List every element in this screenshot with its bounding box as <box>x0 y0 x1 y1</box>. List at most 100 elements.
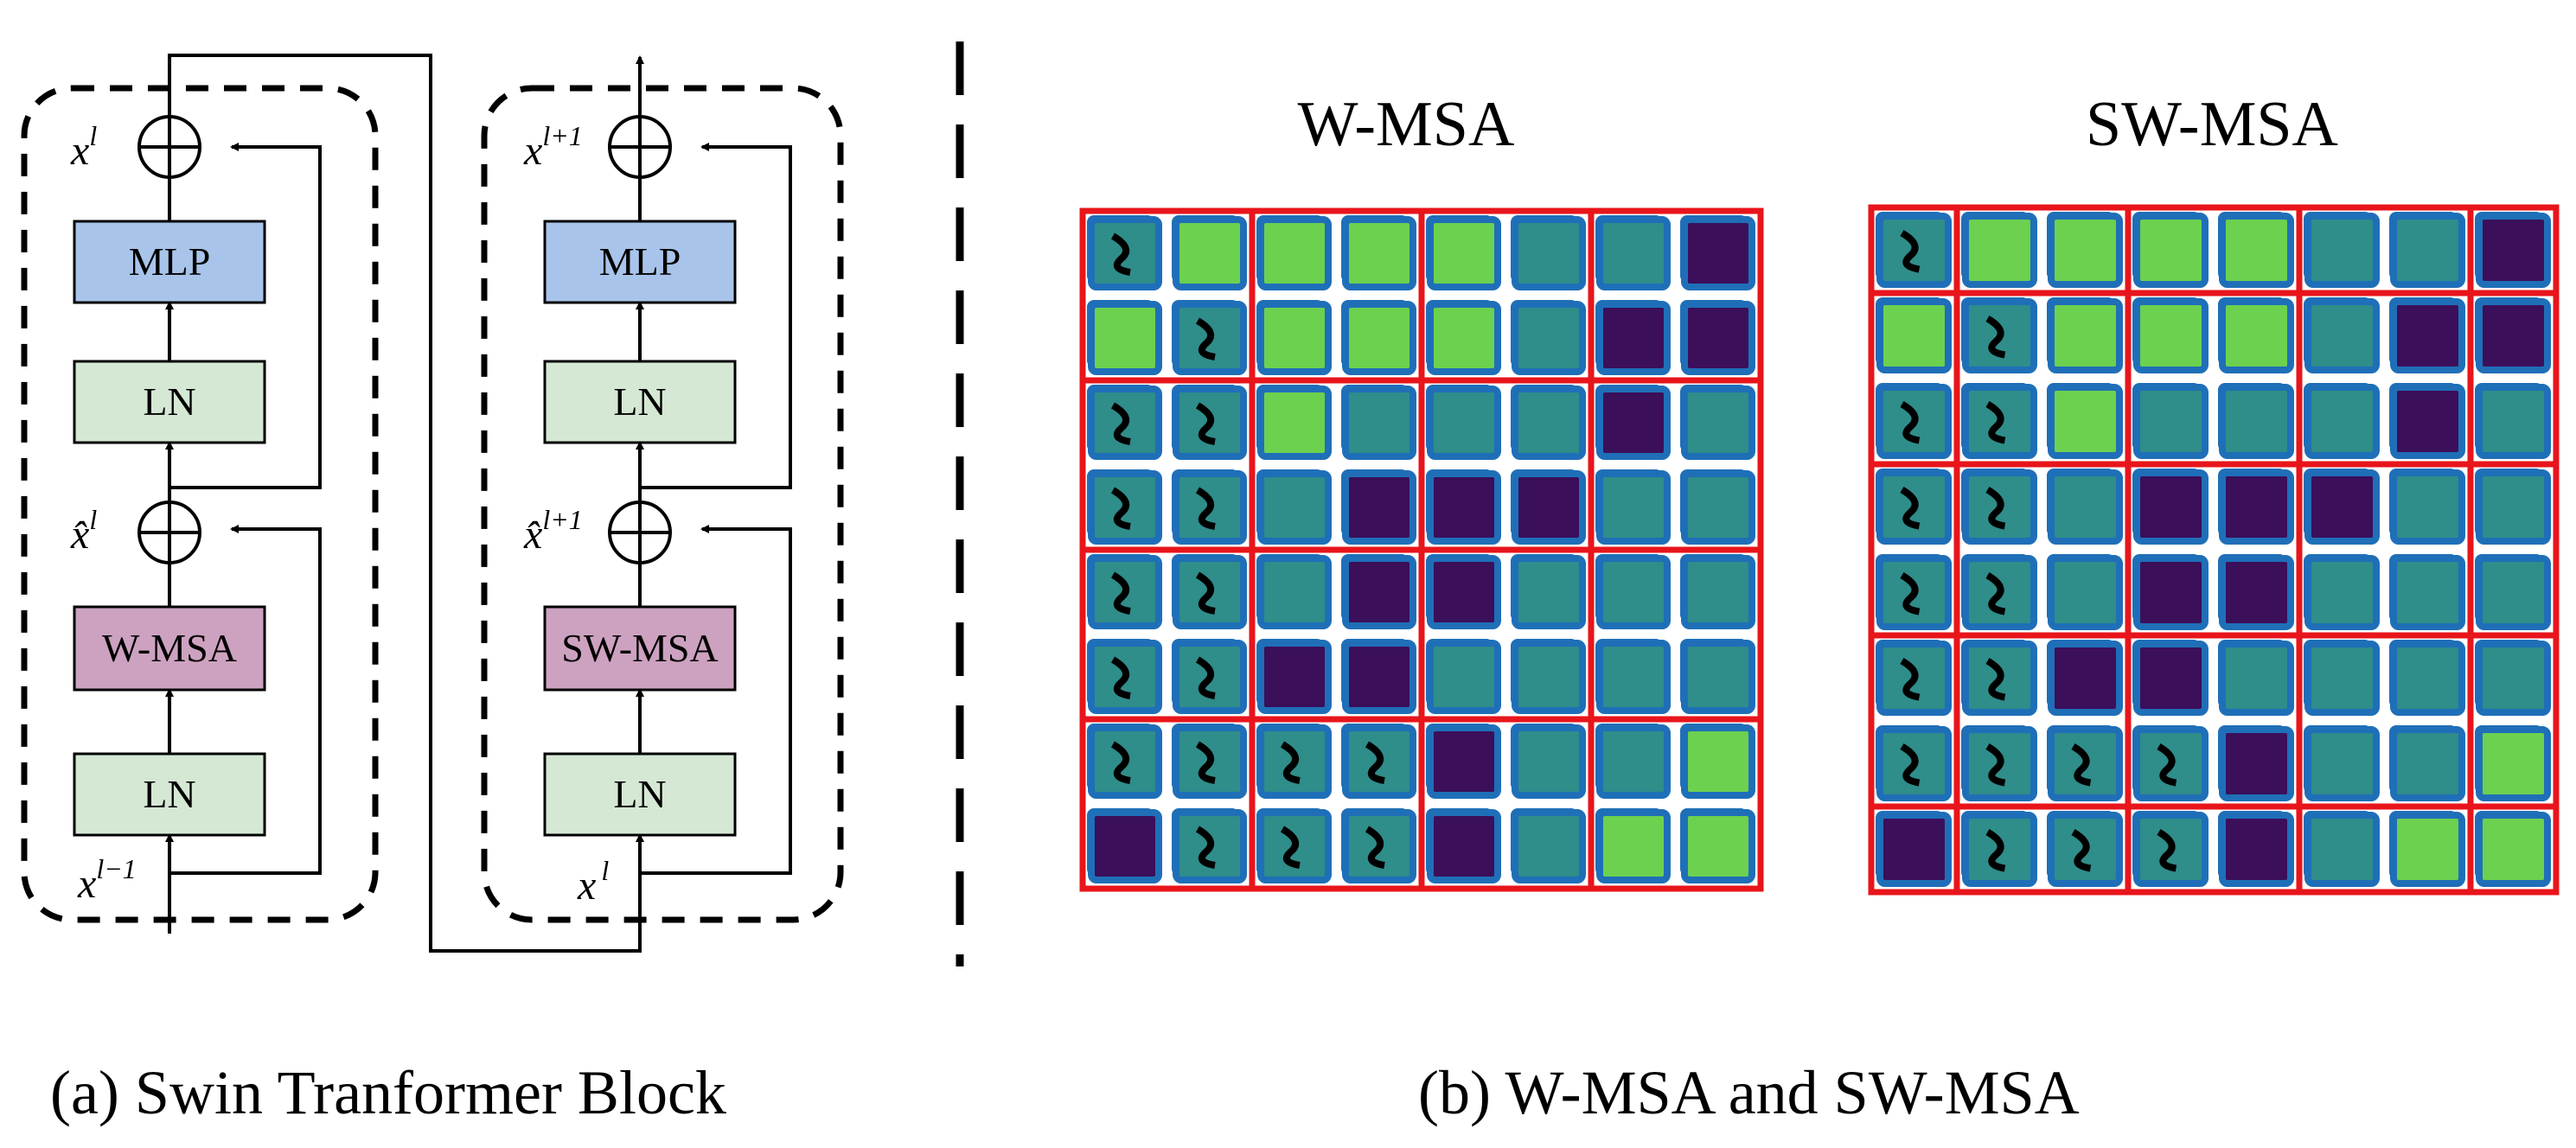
right-ln-lower-label: LN <box>613 772 666 816</box>
patch-stroke <box>1110 571 1131 615</box>
image-patch <box>1427 470 1501 545</box>
patch-stroke <box>1195 741 1216 784</box>
image-patch <box>1427 724 1501 799</box>
image-patch <box>1427 809 1501 883</box>
image-patch <box>2476 641 2551 716</box>
right-ln-upper-box <box>543 360 737 444</box>
image-patch <box>1681 216 1755 290</box>
image-patch <box>2048 384 2123 459</box>
right-swmsa-box <box>543 605 737 692</box>
image-patch <box>1088 809 1162 883</box>
image-patch <box>2390 213 2465 288</box>
image-patch <box>1257 216 1332 290</box>
image-patch <box>2304 298 2380 373</box>
patch-stroke <box>1195 317 1216 360</box>
left-mid-adder-icon <box>137 501 201 564</box>
image-patch <box>1681 724 1755 799</box>
image-patch <box>1512 640 1586 714</box>
image-patch <box>1962 213 2037 288</box>
wmsa-patch-grid <box>1079 207 1764 892</box>
image-patch <box>1876 812 1952 887</box>
image-patch <box>1342 470 1416 545</box>
patch-stroke <box>1985 401 2006 444</box>
image-patch <box>2219 213 2294 288</box>
image-patch <box>2476 469 2551 545</box>
image-patch <box>1596 724 1671 799</box>
caption-b: (b) W-MSA and SW-MSA <box>1418 1058 2080 1127</box>
image-patch <box>1596 386 1671 460</box>
image-patch <box>2476 384 2551 459</box>
patch-stroke <box>1110 233 1131 276</box>
patch-stroke <box>1195 487 1216 530</box>
right-mid-var-label: x̂l+1 <box>523 504 583 558</box>
image-patch <box>1596 301 1671 375</box>
image-patch <box>2133 555 2208 630</box>
image-patch <box>1427 216 1501 290</box>
patch-stroke <box>1985 316 2006 359</box>
left-top-adder-icon <box>137 115 201 179</box>
right-top-var-label: xl+1 <box>523 120 583 174</box>
patch-stroke <box>1110 487 1131 530</box>
image-patch <box>2304 213 2380 288</box>
image-patch <box>2304 384 2380 459</box>
image-patch <box>1342 555 1416 629</box>
image-patch <box>1427 555 1501 629</box>
patch-stroke <box>1280 826 1301 869</box>
image-patch <box>2219 812 2294 887</box>
patch-stroke <box>2071 743 2092 787</box>
image-patch <box>2390 812 2465 887</box>
patch-stroke <box>1195 571 1216 615</box>
image-patch <box>2476 726 2551 801</box>
patch-stroke <box>1195 656 1216 699</box>
patch-stroke <box>1900 572 1921 615</box>
swin-block-diagram: MLP LN W-MSA LN MLP LN SW-MSA LN <box>21 54 844 1127</box>
image-patch <box>1596 216 1671 290</box>
left-wmsa-box <box>73 605 266 692</box>
left-mid-var-label: x̂l <box>70 504 97 558</box>
image-patch <box>1512 301 1586 375</box>
image-patch <box>1512 724 1586 799</box>
right-mid-adder-icon <box>608 501 672 564</box>
image-patch <box>2048 641 2123 716</box>
patch-stroke <box>1110 656 1131 699</box>
image-patch <box>1257 470 1332 545</box>
left-ln-lower-box <box>73 752 266 837</box>
image-patch <box>1512 216 1586 290</box>
swmsa-panel-title: SW-MSA <box>2086 89 2338 160</box>
wmsa-panel-title: W-MSA <box>1298 89 1515 160</box>
image-patch <box>2219 469 2294 545</box>
patch-stroke <box>1900 230 1921 273</box>
patch-stroke <box>1900 743 1921 787</box>
image-patch <box>2390 298 2465 373</box>
image-patch <box>2476 555 2551 630</box>
image-patch <box>1257 640 1332 714</box>
image-patch <box>2476 213 2551 288</box>
image-patch <box>2133 298 2208 373</box>
image-patch <box>2304 726 2380 801</box>
image-patch <box>1596 809 1671 883</box>
attention-window <box>2467 803 2560 896</box>
patch-stroke <box>1900 658 1921 701</box>
right-ln-lower-box <box>543 752 737 837</box>
image-patch <box>2219 384 2294 459</box>
image-patch <box>2048 555 2123 630</box>
image-patch <box>2390 726 2465 801</box>
image-patch <box>2304 469 2380 545</box>
image-patch <box>1596 640 1671 714</box>
left-mlp-label: MLP <box>129 239 211 284</box>
swmsa-patch-grid <box>1868 204 2560 896</box>
image-patch <box>1876 298 1952 373</box>
patch-stroke <box>1900 401 1921 444</box>
patch-stroke <box>1195 826 1216 869</box>
image-patch <box>1681 301 1755 375</box>
image-patch <box>2133 469 2208 545</box>
right-block-outline <box>481 85 844 923</box>
image-patch <box>1512 555 1586 629</box>
patch-stroke <box>1110 741 1131 784</box>
image-patch <box>1681 386 1755 460</box>
left-ln-upper-label: LN <box>143 379 195 424</box>
image-patch <box>2219 726 2294 801</box>
image-patch <box>2390 641 2465 716</box>
patch-stroke <box>1110 402 1131 445</box>
